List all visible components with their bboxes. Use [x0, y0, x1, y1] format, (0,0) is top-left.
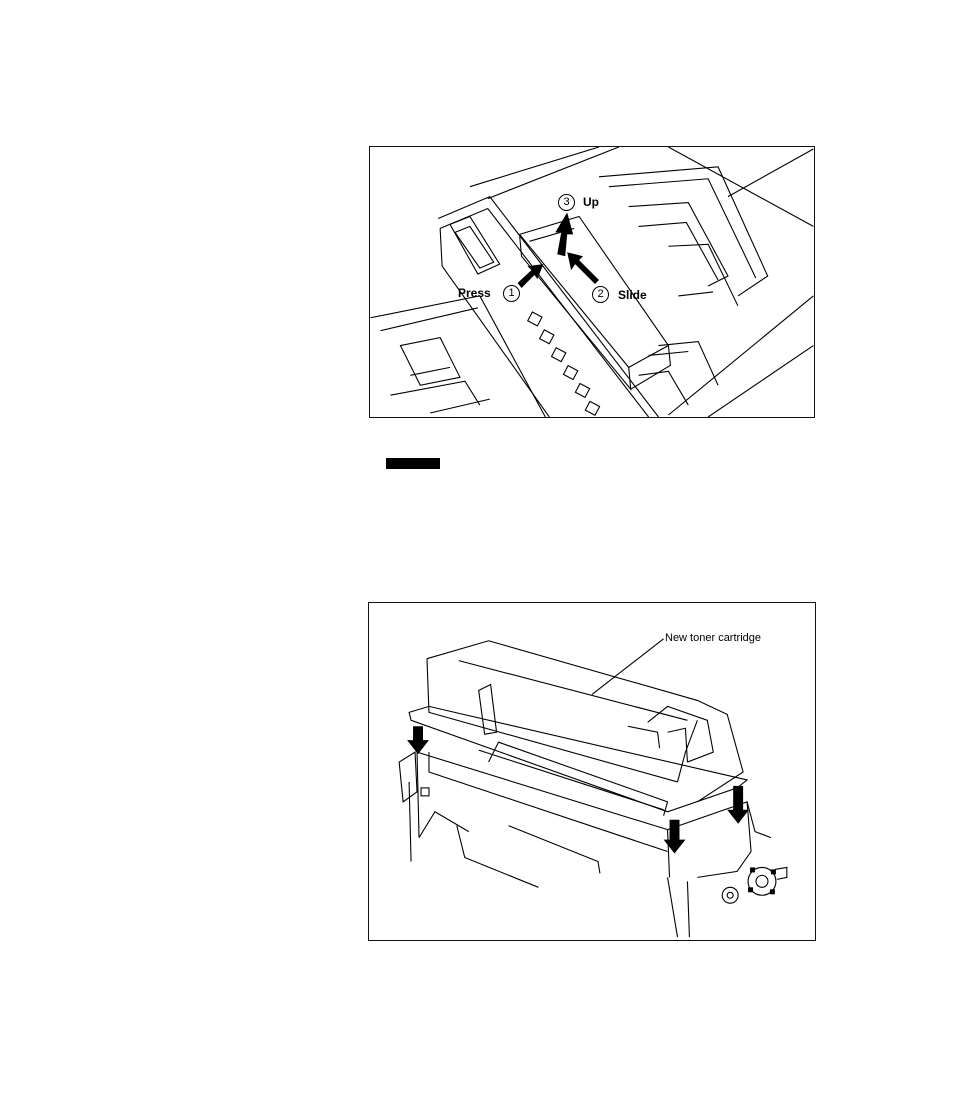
up-label: Up — [583, 195, 599, 209]
slide-label: Slide — [618, 288, 647, 302]
step-3-marker: 3 — [558, 194, 575, 211]
figure-new-toner-cartridge: New toner cartridge — [368, 602, 816, 941]
figure-remove-cartridge: Press 1 2 Slide 3 Up — [369, 146, 815, 418]
press-label: Press — [458, 286, 491, 300]
note-label-bar — [386, 458, 440, 469]
step-1-marker: 1 — [503, 285, 520, 302]
step-2-marker: 2 — [592, 286, 609, 303]
new-toner-cartridge-callout: New toner cartridge — [665, 631, 761, 645]
printer-interior-illustration — [370, 147, 814, 417]
toner-cartridge-illustration — [369, 603, 815, 940]
